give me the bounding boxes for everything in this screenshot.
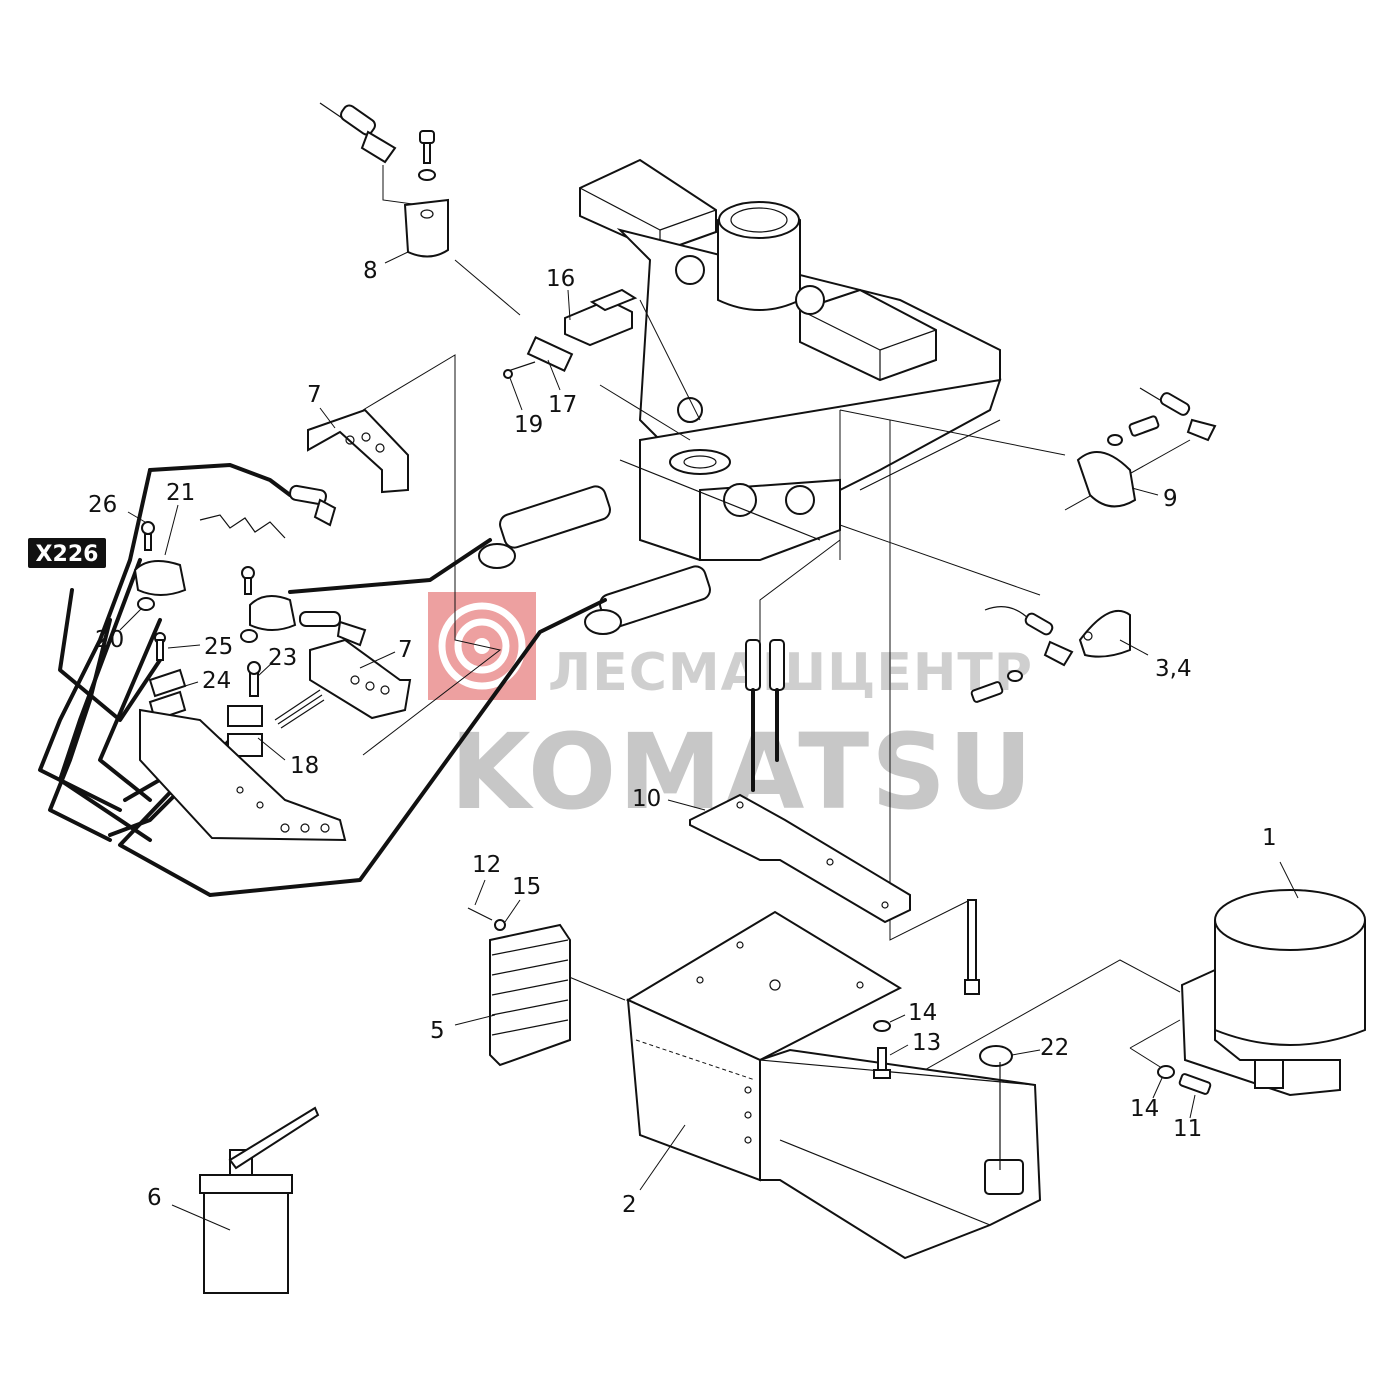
part-7-upper-bracket	[307, 408, 409, 494]
callout-26: 26	[88, 492, 117, 518]
callout-24: 24	[202, 668, 231, 694]
part-2-tank	[625, 910, 1042, 1260]
callout-2: 2	[622, 1192, 637, 1218]
callout-14-lower: 14	[1130, 1096, 1159, 1122]
callout-21: 21	[166, 480, 195, 506]
callout-10: 10	[632, 786, 661, 812]
callout-7-lower: 7	[398, 637, 413, 663]
part-13-bolt	[873, 1020, 891, 1079]
callout-11: 11	[1173, 1116, 1202, 1142]
callout-22: 22	[1040, 1035, 1069, 1061]
callout-3-4: 3,4	[1155, 656, 1192, 682]
watermark-text-ru: ЛЕСМАШЦЕНТР	[548, 643, 1033, 703]
callout-23: 23	[268, 645, 297, 671]
callout-13: 13	[912, 1030, 941, 1056]
callout-leaders	[119, 251, 1299, 1231]
callout-9: 9	[1163, 486, 1178, 512]
watermark: ЛЕСМАШЦЕНТР KOMATSU	[428, 592, 1033, 833]
badge-label: X226	[36, 542, 99, 567]
callout-18: 18	[290, 753, 319, 779]
connector-badge-x226: X226	[28, 538, 106, 568]
part-10-plate	[689, 639, 980, 995]
callout-19: 19	[514, 412, 543, 438]
callout-8: 8	[363, 258, 378, 284]
hydraulic-hoses	[38, 463, 607, 897]
part-16-clamp	[503, 288, 638, 379]
part-18-block	[148, 632, 325, 757]
callout-5: 5	[430, 1018, 445, 1044]
callout-12: 12	[472, 852, 501, 878]
callout-15: 15	[512, 874, 541, 900]
mounting-plate	[139, 708, 347, 842]
assembly-lines	[362, 165, 1191, 1113]
callout-16: 16	[546, 266, 575, 292]
part-7-lower-bracket	[309, 638, 412, 720]
callout-20: 20	[95, 627, 124, 653]
callout-17: 17	[548, 392, 577, 418]
chassis-frame	[478, 158, 1002, 635]
callout-labels: 1 2 3,4 5 6 7 7 8 9 10 11 12 13 14 14 15…	[88, 258, 1277, 1218]
part-21-clamp	[133, 484, 367, 647]
callout-7-upper: 7	[307, 382, 322, 408]
callout-6: 6	[147, 1185, 162, 1211]
callout-1: 1	[1262, 825, 1277, 851]
part-9-bracket	[1076, 387, 1217, 508]
part-6-grease-bucket	[199, 1106, 320, 1294]
callout-25: 25	[204, 634, 233, 660]
part-1-motor	[1157, 889, 1366, 1097]
part-5-valve-block	[467, 907, 571, 1067]
part-3-4-bracket	[970, 606, 1131, 703]
part-8-bracket	[319, 102, 449, 258]
callout-14-upper: 14	[908, 1000, 937, 1026]
